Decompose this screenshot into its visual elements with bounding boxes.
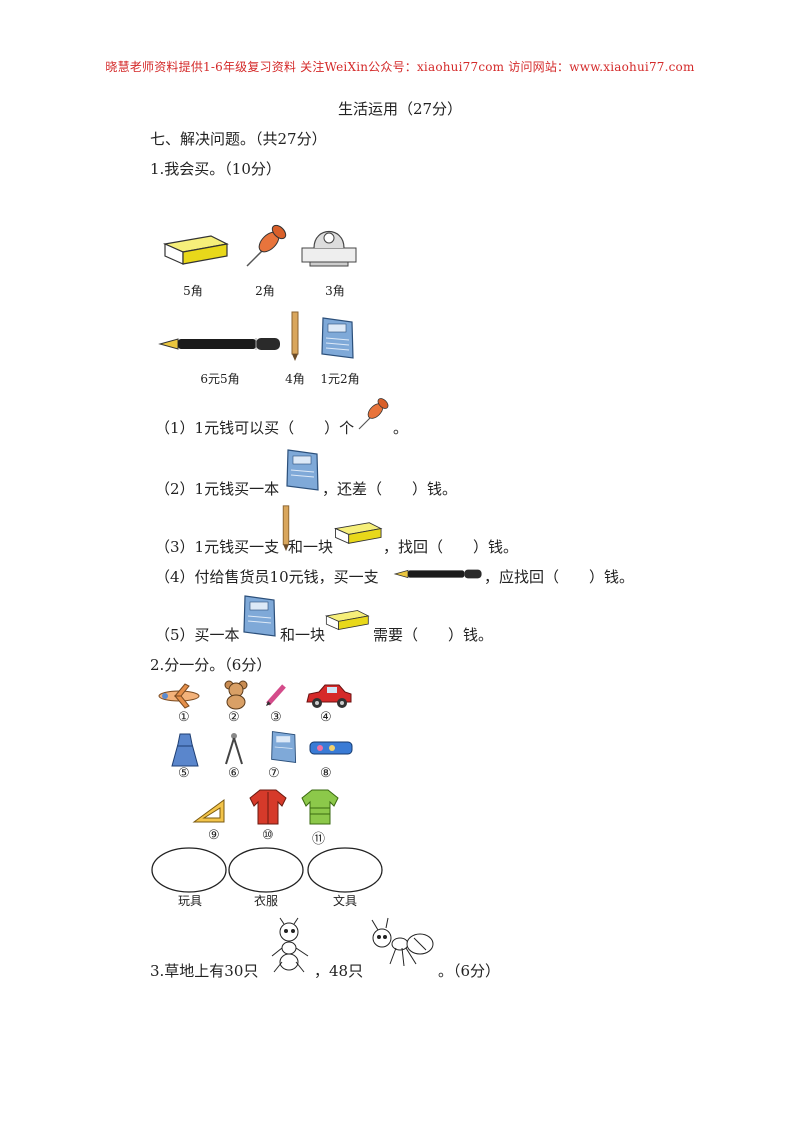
q1-sub3-end: ，找回（ ）钱。: [383, 538, 519, 556]
item-number: ④: [320, 710, 332, 725]
price-pencil: 4角: [285, 372, 305, 386]
price-notebook: 1元2角: [320, 372, 360, 386]
q1-sub4-end: ，应找回（ ）钱。: [484, 568, 635, 586]
toy-car-icon: [305, 682, 353, 710]
q1-sub5-mid: 和一块: [280, 626, 326, 644]
item-number: ①: [178, 710, 190, 725]
notebook-icon: [320, 316, 356, 360]
pushpin-icon: [356, 396, 392, 432]
jacket-icon: [248, 788, 288, 826]
fountain-pen-icon: [393, 568, 483, 580]
q3-text-end: 。（6分）: [438, 962, 501, 980]
set-square-icon: [192, 796, 226, 824]
clip-icon: [300, 222, 358, 268]
q2-heading: 2.分一分。（6分）: [150, 656, 272, 674]
item-number: ⑪: [312, 832, 326, 847]
item-number: ③: [270, 710, 282, 725]
price-clip: 3角: [325, 284, 345, 298]
pencil-item-icon: [264, 682, 288, 708]
q1-sub1-text: （1）1元钱可以买（ ）个: [155, 419, 355, 437]
group-label-clothes: 衣服: [253, 894, 278, 908]
notebook-icon: [242, 594, 278, 638]
section-heading: 七、解决问题。（共27分）: [150, 130, 327, 148]
toys-oval: [151, 847, 227, 893]
airplane-icon: [157, 682, 201, 710]
q1-sub3-text: （3）1元钱买一支: [155, 538, 280, 556]
eraser-icon: [333, 518, 384, 548]
item-number: ⑤: [178, 766, 190, 781]
q3-text-mid: ，48只: [314, 962, 364, 980]
dress-icon: [170, 732, 200, 768]
pencil-case-icon: [308, 738, 354, 758]
price-pushpin: 2角: [255, 284, 275, 298]
price-eraser: 5角: [183, 284, 203, 298]
stationery-oval: [307, 847, 383, 893]
ant-icon: [268, 917, 312, 974]
item-number: ⑧: [320, 766, 332, 781]
item-number: ⑨: [208, 828, 220, 843]
page-title: 生活运用（27分）: [337, 100, 463, 118]
q1-heading: 1.我会买。（10分）: [150, 160, 281, 178]
pushpin-icon: [243, 222, 291, 270]
item-number: ⑦: [268, 766, 280, 781]
group-label-stationery: 文具: [332, 894, 357, 908]
q3-text-start: 3.草地上有30只: [150, 962, 259, 980]
notebook-icon: [285, 448, 321, 492]
price-pen: 6元5角: [200, 372, 240, 386]
q1-sub3-mid: 和一块: [288, 538, 334, 556]
pencil-icon: [290, 310, 300, 362]
item-number: ②: [228, 710, 240, 725]
q1-sub1-end: 。: [393, 419, 409, 437]
q1-sub5-text: （5）买一本: [155, 626, 240, 644]
item-number: ⑥: [228, 766, 240, 781]
pencil-icon: [281, 504, 291, 552]
eraser-icon: [162, 230, 231, 270]
header-banner: 晓慧老师资料提供1-6年级复习资料 关注WeiXin公众号：xiaohui77c…: [105, 60, 695, 74]
q1-sub2-end: ，还差（ ）钱。: [322, 480, 458, 498]
q1-sub2-text: （2）1元钱买一本: [155, 480, 280, 498]
compass-icon: [222, 732, 246, 766]
ant-icon: [368, 917, 436, 974]
clothes-oval: [228, 847, 304, 893]
notebook-icon: [270, 730, 298, 764]
item-number: ⑩: [262, 828, 274, 843]
q1-sub4-text: （4）付给售货员10元钱，买一支: [155, 568, 379, 586]
q1-sub5-end: 需要（ ）钱。: [373, 626, 494, 644]
teddy-bear-icon: [222, 680, 250, 710]
group-label-toys: 玩具: [177, 894, 202, 908]
sort-ovals: [150, 846, 386, 894]
sweater-icon: [300, 788, 340, 826]
eraser-icon: [324, 606, 371, 634]
fountain-pen-icon: [158, 336, 282, 352]
